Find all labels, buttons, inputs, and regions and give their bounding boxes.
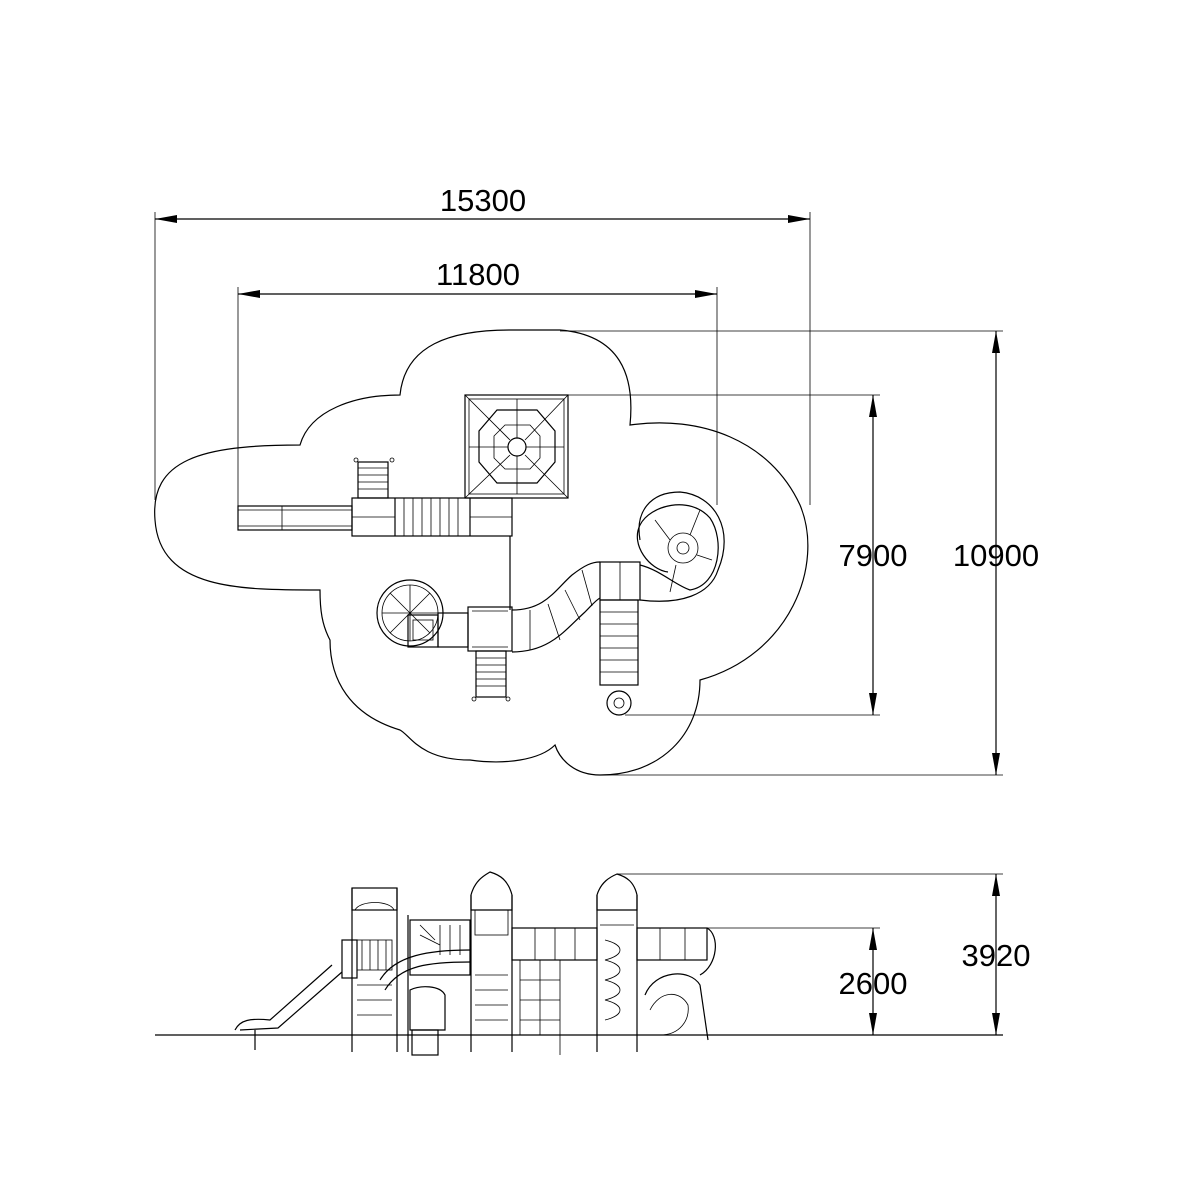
round-platform [376, 579, 444, 648]
dimension-label-3920: 3920 [962, 938, 1031, 973]
elevation-tunnel-tube [511, 927, 598, 1055]
ramp-slide [599, 599, 639, 716]
lower-ladder [471, 650, 511, 702]
dimension-inner-width: 11800 [237, 257, 718, 506]
dimension-overall-width: 15300 [154, 183, 811, 505]
dimension-platform-height: 2600 [707, 927, 908, 1035]
dimension-label-10900: 10900 [953, 538, 1039, 573]
elevation-view [155, 871, 1003, 1056]
dimension-label-2600: 2600 [839, 966, 908, 1001]
straight-slide [237, 505, 353, 531]
spiral-slide [636, 491, 725, 602]
tunnel-tube [511, 561, 601, 653]
main-deck-row [351, 497, 513, 537]
dimension-label-11800: 11800 [436, 257, 520, 292]
safety-zone-outline [154, 329, 809, 776]
elevation-right-slide [636, 927, 716, 1041]
dimension-overall-height: 3920 [617, 873, 1031, 1035]
elevation-right-tower [596, 873, 638, 1052]
elevation-left-tower [341, 887, 398, 1052]
elevation-spiral-slide [379, 915, 471, 1056]
plan-view [154, 329, 809, 776]
elevation-straight-slide [234, 964, 343, 1050]
top-ladder [353, 457, 395, 499]
dimension-label-7900: 7900 [839, 538, 908, 573]
dimension-label-15300: 15300 [440, 183, 526, 218]
dimension-equipment-depth: 7900 [568, 394, 908, 716]
dimension-overall-depth: 10900 [560, 330, 1039, 776]
lower-deck [437, 606, 513, 652]
elevation-middle-tower [470, 871, 513, 1052]
square-roof-platform [464, 394, 569, 499]
